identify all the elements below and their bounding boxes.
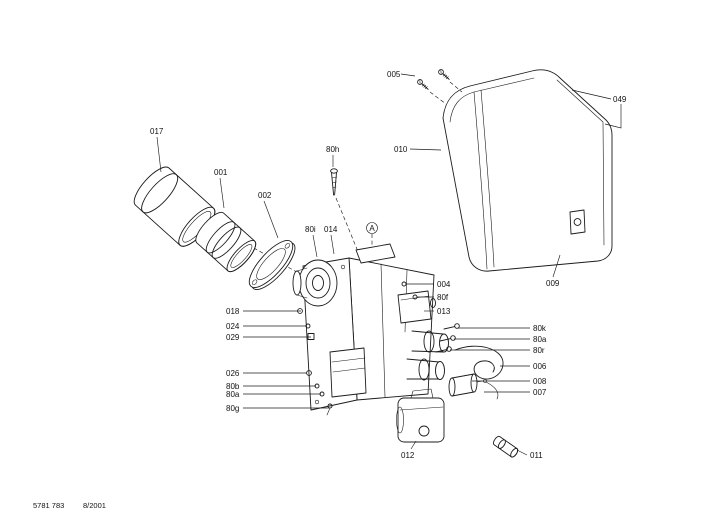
- callout-label-024: 024: [226, 322, 240, 331]
- callout-leader-lines: [156, 73, 622, 456]
- solenoid-007-008: [448, 373, 499, 400]
- callout-label-a: A: [369, 224, 375, 233]
- callout-label-001: 001: [214, 168, 228, 177]
- callout-label-017: 017: [150, 127, 164, 136]
- burner-cover-010: [442, 69, 613, 272]
- callout-label-013: 013: [437, 307, 451, 316]
- callout-labels: 017 001 002 80h 80i 014 005 049 010 009 …: [150, 70, 627, 460]
- flame-tube-001: [195, 211, 257, 273]
- callout-label-012: 012: [401, 451, 415, 460]
- valve-coil-upper: [411, 330, 449, 353]
- part-029: [307, 333, 315, 340]
- air-damper-housing: [355, 243, 396, 264]
- callout-label-026: 026: [226, 369, 240, 378]
- callout-label-010: 010: [394, 145, 408, 154]
- callout-label-018: 018: [226, 307, 240, 316]
- screw-80h: [330, 168, 338, 196]
- screw-005-b: [438, 69, 450, 80]
- transformer-box: [329, 347, 367, 398]
- callout-label-008: 008: [533, 377, 547, 386]
- callout-label-80b: 80b: [226, 382, 240, 391]
- cable-006: [454, 345, 504, 380]
- callout-label-029: 029: [226, 333, 240, 342]
- screw-005-a: [417, 79, 429, 90]
- screw-80a-right: [439, 335, 456, 342]
- callout-label-80a-left: 80a: [226, 390, 240, 399]
- callout-label-014: 014: [324, 225, 338, 234]
- fan-intake-80i-014: [292, 259, 338, 307]
- callout-label-009: 009: [546, 279, 560, 288]
- callout-label-80g: 80g: [226, 404, 239, 413]
- callout-label-004: 004: [437, 280, 451, 289]
- burner-body-assembly: [292, 243, 519, 458]
- callout-label-011: 011: [530, 451, 543, 460]
- oil-pump-012: [396, 388, 445, 443]
- filter-011: [493, 435, 519, 458]
- callout-label-049: 049: [613, 95, 627, 104]
- valve-coil-lower: [406, 358, 445, 381]
- screw-80r: [435, 346, 452, 353]
- callout-label-006: 006: [533, 362, 547, 371]
- callout-label-80h: 80h: [326, 145, 339, 154]
- screw-80k: [443, 323, 460, 330]
- doc-number: 5781 783: [33, 501, 64, 510]
- screw-80g: [326, 403, 333, 416]
- callout-label-80r: 80r: [533, 346, 545, 355]
- section-marker-a: A: [366, 222, 378, 234]
- callout-label-002: 002: [258, 191, 272, 200]
- callout-label-80a-right: 80a: [533, 335, 547, 344]
- ignition-unit-013: [397, 290, 436, 324]
- document-footer: 5781 783 8/2001: [33, 501, 106, 510]
- doc-date: 8/2001: [83, 501, 106, 510]
- gasket-002: [248, 240, 296, 290]
- callout-label-007: 007: [533, 388, 547, 397]
- callout-label-005: 005: [387, 70, 401, 79]
- callout-label-80f: 80f: [437, 293, 449, 302]
- callout-label-80i: 80i: [305, 225, 316, 234]
- screws-005: [417, 69, 463, 105]
- callout-label-80k: 80k: [533, 324, 547, 333]
- brand-emblem: [569, 209, 586, 235]
